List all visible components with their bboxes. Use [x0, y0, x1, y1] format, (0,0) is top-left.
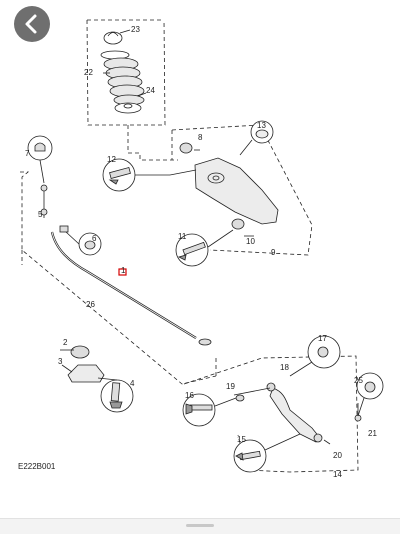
callout-22: 22	[84, 68, 93, 77]
callout-2: 2	[63, 338, 68, 347]
callout-8: 8	[198, 133, 203, 142]
callout-16: 16	[185, 391, 194, 400]
callout-6: 6	[92, 234, 97, 243]
callout-23: 23	[131, 25, 140, 34]
callout-13: 13	[257, 121, 266, 130]
diagram-code: E222B001	[18, 462, 56, 471]
callout-7: 7	[25, 149, 30, 158]
callout-5: 5	[38, 210, 43, 219]
drag-handle[interactable]	[186, 524, 214, 527]
callout-25: 25	[354, 376, 363, 385]
callout-15: 15	[237, 435, 246, 444]
callout-3: 3	[58, 357, 63, 366]
back-button[interactable]	[14, 6, 50, 42]
callout-1-marker	[118, 268, 127, 276]
callout-26: 26	[86, 300, 95, 309]
spring-assembly	[86, 19, 166, 126]
callout-12: 12	[107, 155, 116, 164]
callout-14: 14	[333, 470, 342, 479]
callout-24: 24	[146, 86, 155, 95]
chevron-left-icon	[25, 14, 37, 34]
callout-20: 20	[333, 451, 342, 460]
callout-19: 19	[226, 382, 235, 391]
lower-arm-assembly	[171, 124, 313, 256]
callout-17: 17	[318, 334, 327, 343]
callout-4: 4	[130, 379, 135, 388]
callout-9: 9	[271, 248, 276, 257]
callout-10: 10	[246, 237, 255, 246]
callout-21: 21	[368, 429, 377, 438]
callout-18: 18	[280, 363, 289, 372]
callout-1: 1	[121, 266, 126, 275]
callout-11: 11	[178, 232, 187, 241]
